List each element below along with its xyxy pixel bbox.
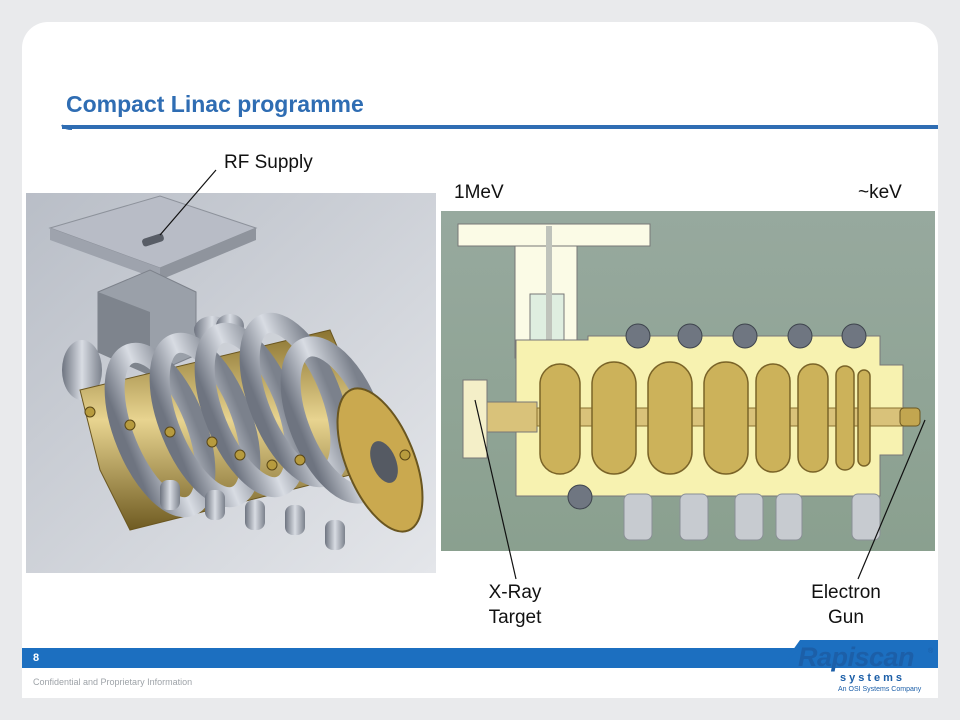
electron-gun-label: Electron Gun: [796, 580, 896, 630]
xray-target-label: X-Ray Target: [470, 580, 560, 630]
xray-label-line1: X-Ray: [488, 582, 542, 603]
confidential-notice: Confidential and Proprietary Information: [33, 677, 193, 687]
logo-word: Rapiscan: [798, 642, 915, 672]
gun-label-line1: Electron: [811, 582, 881, 603]
energy-kev-label: ~keV: [858, 182, 902, 203]
page-number: 8: [33, 652, 40, 664]
gun-label-line2: Gun: [828, 607, 864, 628]
rf-supply-label: RF Supply: [224, 152, 313, 173]
title-underline: [61, 124, 938, 130]
xray-label-line2: Target: [488, 607, 542, 628]
slide-title: Compact Linac programme: [66, 91, 364, 117]
energy-1mev-label: 1MeV: [454, 182, 504, 203]
logo-registered: ®: [928, 648, 934, 655]
logo-systems: systems: [840, 672, 906, 684]
logo-tagline: An OSI Systems Company: [838, 686, 922, 693]
